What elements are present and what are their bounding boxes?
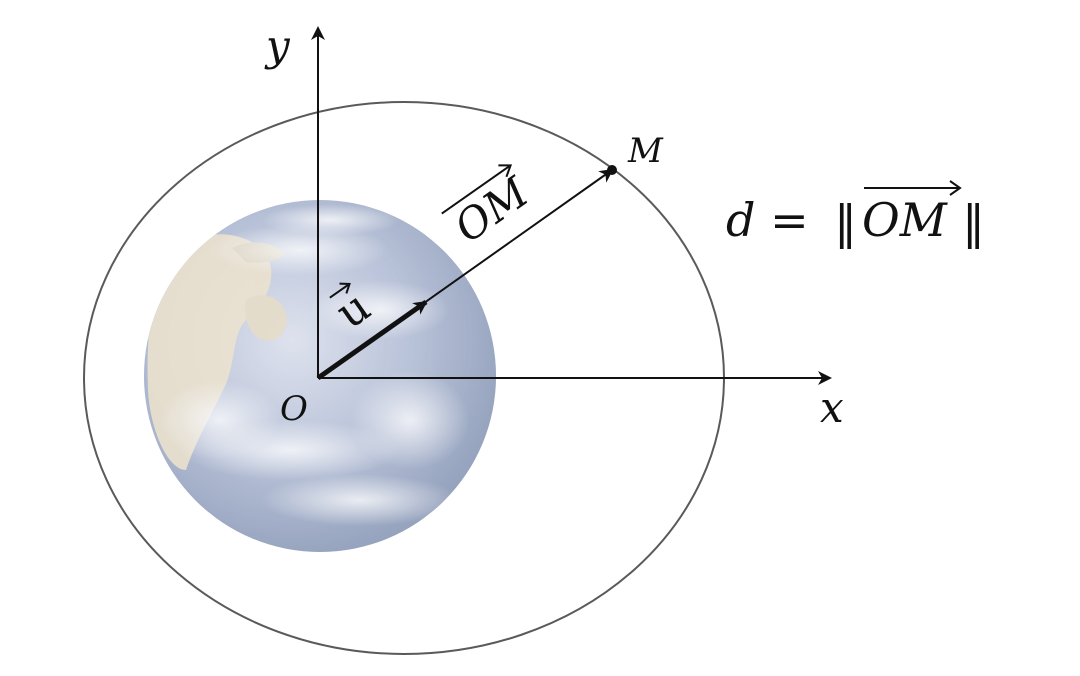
distance-vector: OM bbox=[862, 193, 949, 247]
point-m-label: M bbox=[627, 131, 664, 171]
earth-image bbox=[144, 200, 496, 552]
y-axis-label: y bbox=[264, 21, 291, 70]
unit-vector-arrow bbox=[316, 299, 428, 381]
norm-close: ‖ bbox=[962, 195, 985, 249]
distance-formula: d = ‖ OM ‖ bbox=[726, 180, 985, 249]
norm-open: ‖ bbox=[834, 195, 857, 249]
x-axis-label: x bbox=[820, 383, 844, 432]
point-m-dot bbox=[607, 165, 617, 175]
vector-om-label: OM bbox=[441, 164, 538, 252]
origin-label: O bbox=[280, 389, 308, 429]
distance-lhs: d = bbox=[726, 193, 809, 247]
svg-text:OM: OM bbox=[446, 167, 538, 252]
